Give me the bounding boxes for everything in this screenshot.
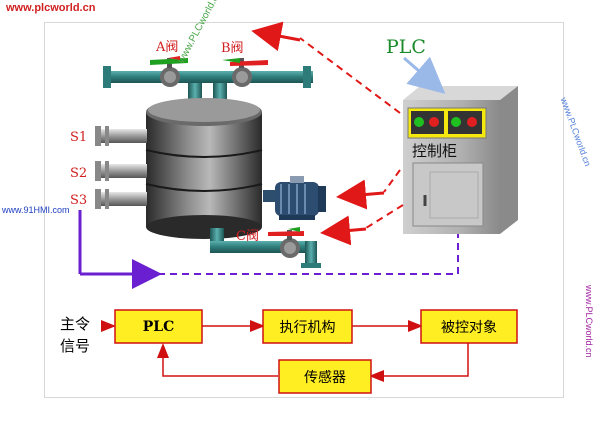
- plc-label: PLC: [386, 36, 426, 58]
- valve-c[interactable]: [268, 227, 304, 258]
- feedback-signal: [78, 210, 459, 289]
- sensor-s1: [95, 126, 147, 146]
- block-controlled-object-label: 被控对象: [441, 319, 497, 336]
- valve-a[interactable]: [150, 56, 188, 87]
- input-signal-line2: 信号: [60, 337, 91, 355]
- block-actuator-label: 执行机构: [279, 319, 336, 336]
- valve-a-label: A阀: [155, 40, 178, 55]
- cabinet-label: 控制柜: [412, 142, 457, 160]
- block-diagram-arrows: [101, 320, 469, 382]
- sensor-s3: [95, 189, 147, 209]
- control-cabinet: [403, 86, 518, 234]
- diagram-frame: [44, 22, 564, 398]
- block-sensor: [278, 359, 372, 394]
- mixer-motor: [263, 176, 326, 220]
- plc-pointer-arrow: [403, 56, 446, 94]
- block-actuator: [262, 309, 353, 344]
- watermark-site-top-left: www.plcworld.cn: [6, 2, 96, 14]
- block-plc: [114, 309, 203, 344]
- sensor-s2: [95, 161, 147, 181]
- input-signal-label: 主令 信号: [60, 313, 90, 357]
- sensor-s1-label: S1: [70, 130, 87, 145]
- sensor-s3-label: S3: [70, 193, 87, 208]
- watermark-site-right: www.PLCworld.cn: [584, 285, 594, 358]
- block-sensor-label: 传感器: [304, 369, 346, 386]
- watermark-site-left: www.91HMI.com: [2, 205, 70, 215]
- block-plc-label: PLC: [142, 318, 175, 335]
- valve-b[interactable]: [222, 58, 268, 87]
- tank: [145, 98, 263, 239]
- input-signal-line1: 主令: [60, 315, 91, 333]
- block-controlled-object: [420, 309, 518, 344]
- control-signals: [251, 21, 404, 246]
- valve-b-label: B阀: [221, 41, 244, 56]
- sensor-s2-label: S2: [70, 166, 87, 181]
- valve-c-label: C阀: [236, 229, 259, 244]
